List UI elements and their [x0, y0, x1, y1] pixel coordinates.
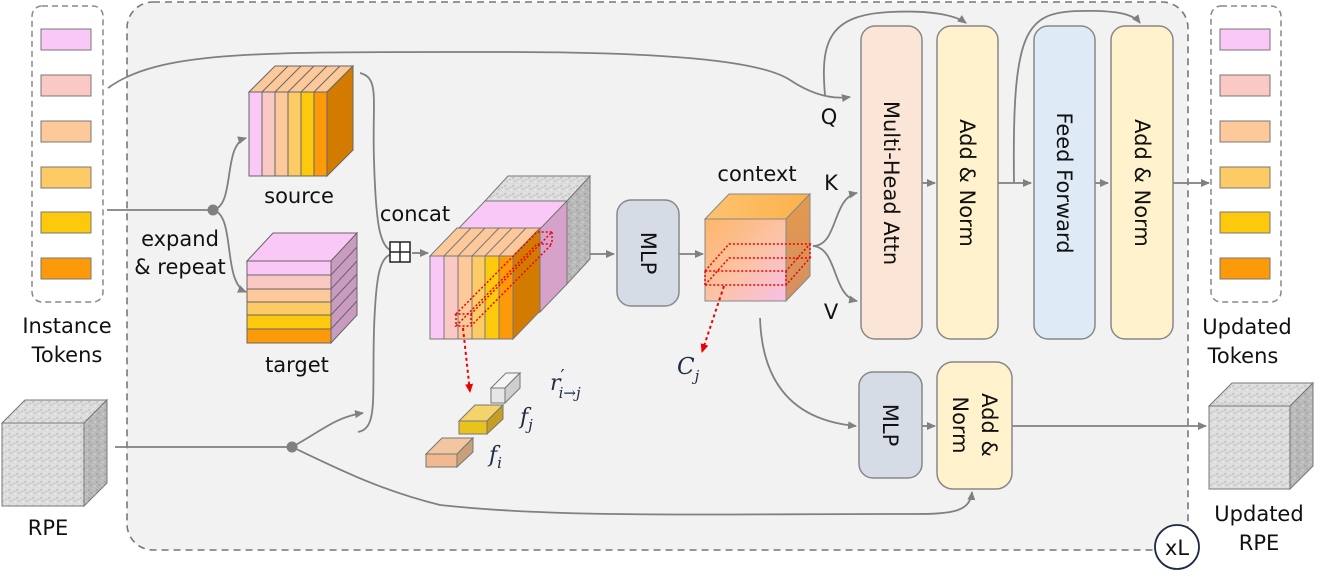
mha-label: Multi-Head Attn — [879, 101, 903, 265]
updated-tokens — [1210, 5, 1282, 303]
target-cube — [245, 231, 359, 345]
concat-symbol — [389, 241, 411, 263]
rpe-cube — [0, 398, 109, 508]
updated-rpe-cube — [1207, 381, 1315, 491]
concat-label: concat — [380, 202, 450, 226]
k-label: K — [824, 171, 839, 195]
updated-rpe-label-1: Updated — [1214, 502, 1303, 526]
add-norm-2-block — [1110, 25, 1174, 340]
v-label: V — [824, 300, 839, 324]
source-label: source — [264, 184, 334, 208]
add-norm-3-block — [936, 361, 1013, 490]
context-highlight — [703, 243, 812, 286]
mlp-2-label: MLP — [878, 404, 902, 446]
connectors — [107, 9, 1210, 516]
add-norm-1-block — [936, 25, 999, 340]
instance-tokens-label-2: Tokens — [31, 343, 103, 367]
mlp-2-block — [858, 371, 923, 479]
r-symbol: r′i→j — [550, 366, 581, 402]
context-label: context — [717, 162, 796, 186]
pair-arrow — [462, 327, 474, 393]
mlp-block — [616, 199, 680, 307]
add-norm-3-label-2: Norm — [948, 396, 972, 453]
rpe-split-dot — [286, 441, 298, 453]
updated-rpe-label-2: RPE — [1239, 531, 1280, 555]
instance-tokens-label-1: Instance — [22, 314, 111, 338]
add-norm-2-label: Add & Norm — [1130, 119, 1154, 247]
mha-block — [860, 25, 923, 340]
mlp-label: MLP — [636, 232, 660, 274]
repeat-badge-label: xL — [1165, 536, 1189, 560]
source-cube — [247, 64, 355, 178]
target-label: target — [265, 353, 329, 377]
token-1 — [40, 28, 92, 51]
feed-forward-block — [1033, 25, 1096, 340]
add-norm-3-label-1: Add & — [977, 393, 1001, 457]
token-2 — [40, 74, 92, 97]
token-5 — [40, 211, 92, 234]
selected-pair-highlight — [454, 231, 554, 327]
split-dot — [207, 204, 219, 216]
cj-symbol: Cj — [677, 354, 700, 385]
context-cube — [703, 192, 812, 303]
updated-tokens-label-2: Tokens — [1207, 344, 1279, 368]
instance-tokens — [31, 5, 104, 303]
pair-features — [424, 371, 522, 469]
feed-forward-label: Feed Forward — [1052, 112, 1076, 253]
expand-label-2: & repeat — [134, 255, 226, 279]
add-norm-1-label: Add & Norm — [955, 119, 979, 247]
token-6 — [40, 257, 92, 280]
updated-tokens-label-1: Updated — [1202, 315, 1291, 339]
rpe-label: RPE — [28, 516, 69, 540]
repeat-badge — [1154, 524, 1200, 570]
token-4 — [40, 166, 92, 189]
q-label: Q — [821, 105, 838, 129]
expand-label-1: expand — [141, 227, 219, 251]
token-3 — [40, 120, 92, 143]
